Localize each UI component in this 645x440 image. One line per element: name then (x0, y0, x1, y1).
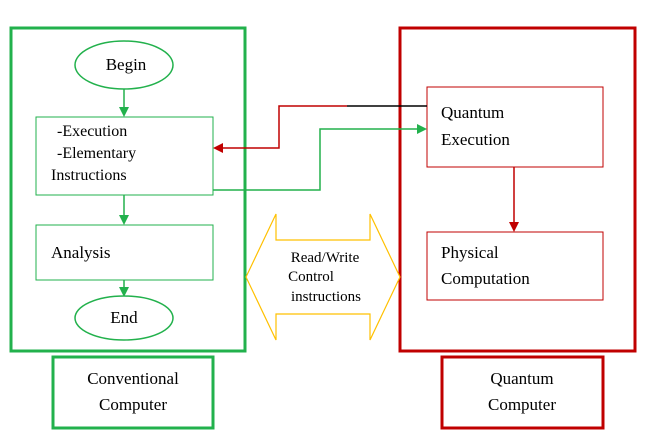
execution-box (35, 116, 214, 196)
conventional-caption-box (51, 355, 215, 430)
quantum-execution-line-2: Execution (441, 130, 510, 149)
end-node (74, 295, 174, 341)
physical-line-1: Physical (441, 243, 499, 262)
read-write-block-arrow (245, 213, 401, 341)
execution-line-3: Instructions (51, 167, 127, 184)
quantum-execution-box (426, 86, 604, 168)
conventional-caption-line-1: Conventional (87, 369, 179, 388)
quantum-caption-box (440, 355, 605, 430)
interface-line-3: instructions (291, 289, 361, 305)
quantum-execution-line-1: Quantum (441, 103, 504, 122)
physical-line-2: Computation (441, 269, 530, 288)
execution-line-2: -Elementary (57, 145, 136, 162)
arrow-quantum-to-conventional (213, 105, 347, 153)
quantum-caption-line-1: Quantum (490, 369, 553, 388)
conventional-caption-line-2: Computer (99, 395, 167, 414)
execution-line-1: -Execution (57, 123, 127, 140)
arrow-conventional-to-quantum (213, 124, 427, 191)
begin-label: Begin (106, 55, 147, 74)
analysis-label: Analysis (51, 243, 111, 262)
analysis-box (35, 224, 214, 281)
quantum-caption-line-2: Computer (488, 395, 556, 414)
interface-line-2: Control (288, 269, 334, 285)
interface-line-1: Read/Write (291, 250, 360, 266)
end-label: End (110, 308, 138, 327)
physical-computation-box (426, 231, 604, 301)
quantum-computer-frame (398, 26, 637, 353)
